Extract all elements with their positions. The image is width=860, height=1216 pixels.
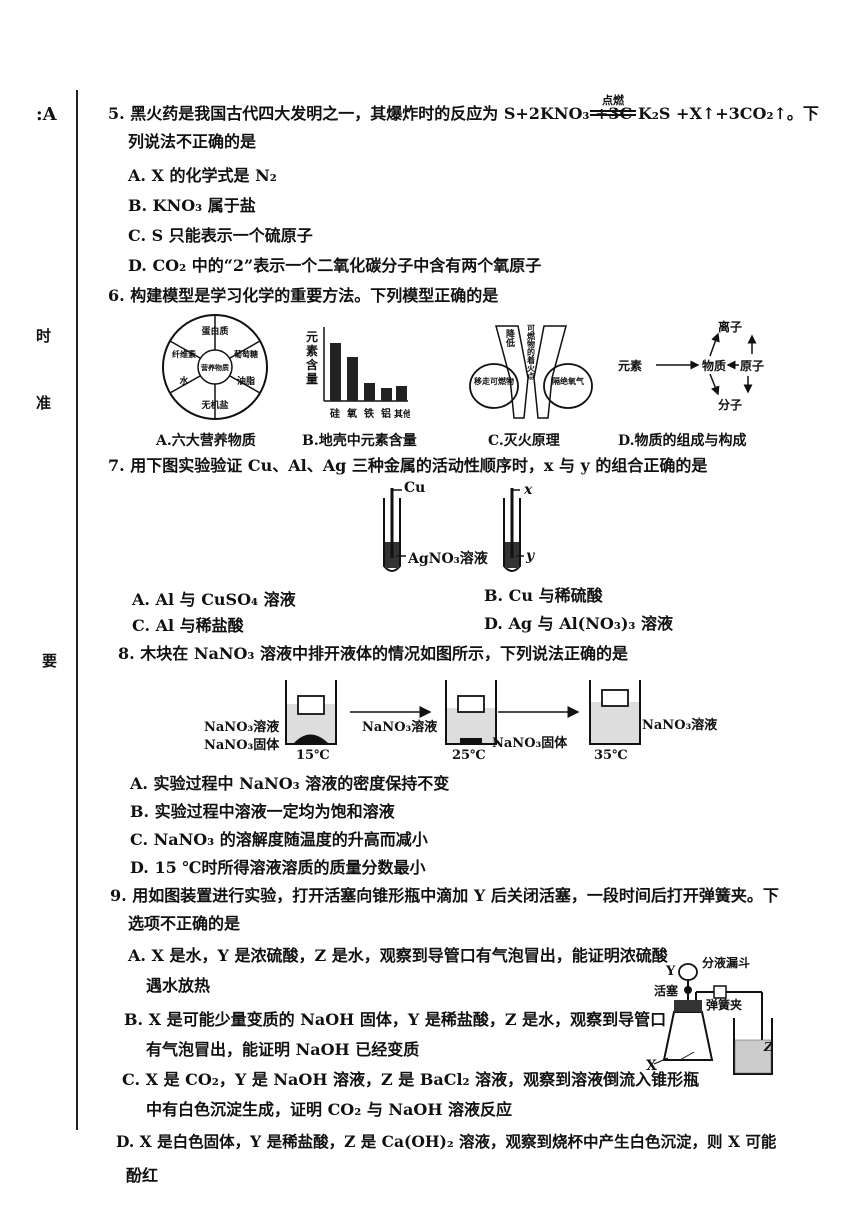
q9-fig-y: Y [666,964,676,979]
q6-composition-arrows [656,332,757,396]
q6-caption-c: C.灭火原理 [488,433,560,449]
fire-right-branch: 可燃物的着火点 [526,324,536,381]
q5-option-b: B. KNO₃ 属于盐 [128,196,256,215]
q6-d-substance: 物质 [702,359,727,373]
bar-fe [364,383,375,401]
q6-crust-bar-chart: 硅 氧 铁 铝 其他 [323,327,410,420]
q9-option-b-line2: 有气泡冒出，能证明 NaOH 已经变质 [146,1040,420,1059]
q9-stem-a: 9. 用如图装置进行实验，打开活塞向锥形瓶中滴加 Y 后关闭活塞，一段时间后打开… [110,886,779,905]
wheel-sector-fat: 油脂 [237,375,255,387]
q5-option-c: C. S 只能表示一个硫原子 [128,226,313,245]
q8-b2-solution: NaNO₃溶液 [362,720,438,735]
q6-caption-a: A.六大营养物质 [156,433,256,449]
bar-o [347,357,358,401]
q5-equals-sign [590,110,636,116]
q8-b3-temp: 35℃ [594,748,628,763]
q9-fig-valve: 活塞 [654,984,679,998]
bar-al [381,388,392,401]
q8-b1-solution: NaNO₃溶液 [204,720,280,735]
q5-stem-part-a: 5. 黑火药是我国古代四大发明之一，其爆炸时的反应为 S+2KNO₃ +3C [108,104,633,123]
q6-caption-b: B.地壳中元素含量 [302,433,417,449]
q5-stem-part-c: 列说法不正确的是 [128,132,257,151]
q9-apparatus [653,963,773,1075]
q6-bar-ylabel: 元素含量 [306,330,319,386]
q9-option-c-line2: 中有白色沉淀生成，证明 CO₂ 与 NaOH 溶液反应 [146,1100,513,1119]
q9-fig-z: Z [764,1040,773,1054]
q7-tube1-cu: Cu [404,480,426,496]
q9-fig-x: X [646,1058,657,1074]
q9-option-c-line1: C. X 是 CO₂，Y 是 NaOH 溶液，Z 是 BaCl₂ 溶液，观察到溶… [122,1070,700,1089]
bar-label-si: 硅 [330,407,340,420]
wheel-sector-protein: 蛋白质 [201,325,228,337]
q8-beakers [285,680,641,745]
margin-mark-yao: 要 [42,652,58,670]
q7-option-d: D. Ag 与 Al(NO₃)₃ 溶液 [484,614,673,633]
wheel-sector-fiber: 纤维素 [172,349,196,359]
q8-b2-temp: 25℃ [452,748,486,763]
q5-stem-part-b: K₂S +X↑+3CO₂↑。下 [638,104,819,123]
wheel-center-label: 营养物质 [201,363,229,372]
q8-b1-solid: NaNO₃固体 [204,738,280,753]
wheel-sector-glucose: 葡萄糖 [233,349,258,359]
fire-left-branch: 降低 [504,328,516,348]
q6-d-molecule: 分子 [718,398,743,412]
q7-option-a: A. Al 与 CuSO₄ 溶液 [132,590,296,609]
q9-option-a-line1: A. X 是水，Y 是浓硫酸，Z 是水，观察到导管口有气泡冒出，能证明浓硫酸 [128,946,668,965]
q5-option-d: D. CO₂ 中的“2”表示一个二氧化碳分子中含有两个氧原子 [128,256,542,275]
q7-test-tubes [383,488,524,572]
q6-d-atom: 原子 [740,359,765,373]
q8-option-b: B. 实验过程中溶液一定均为饱和溶液 [130,802,395,821]
wheel-sector-mineral: 无机盐 [200,399,228,411]
q7-tube2-x: x [524,482,533,498]
q6-nutrient-wheel: 蛋白质 葡萄糖 油脂 无机盐 水 纤维素 营养物质 [162,314,268,420]
q7-stem: 7. 用下图实验验证 Cu、Al、Ag 三种金属的活动性顺序时，x 与 y 的组… [108,456,708,475]
bar-other [396,386,407,401]
q5-reaction-condition: 点燃 [602,94,624,107]
q7-tube1-solution: AgNO₃溶液 [408,551,488,567]
bar-label-other: 其他 [394,408,410,420]
q5-option-a: A. X 的化学式是 N₂ [128,166,277,185]
wheel-sector-water: 水 [179,375,189,387]
bar-si [330,343,341,401]
fire-left-circle: 移走可燃物 [474,376,514,386]
q7-option-c: C. Al 与稀盐酸 [132,616,244,635]
q7-tube2-y: y [526,548,535,564]
q6-stem: 6. 构建模型是学习化学的重要方法。下列模型正确的是 [108,286,499,305]
q9-fig-funnel: 分液漏斗 [702,956,751,970]
bottom-cutoff-text: 酚红 [126,1166,159,1185]
margin-mark-a: :A [36,104,57,125]
margin-mark-zhun: 准 [36,394,52,412]
binding-line [76,90,78,1130]
q6-caption-d: D.物质的组成与构成 [618,433,747,449]
bar-label-fe: 铁 [364,407,374,420]
q8-option-c: C. NaNO₃ 的溶解度随温度的升高而减小 [130,830,428,849]
q8-option-d: D. 15 ℃时所得溶液溶质的质量分数最小 [130,858,426,877]
q8-stem: 8. 木块在 NaNO₃ 溶液中排开液体的情况如图所示，下列说法正确的是 [118,644,628,663]
q8-option-a: A. 实验过程中 NaNO₃ 溶液的密度保持不变 [130,774,450,793]
q9-stem-b: 选项不正确的是 [128,914,241,933]
q8-b3-solution: NaNO₃溶液 [642,718,718,733]
bar-label-o: 氧 [346,407,357,420]
q9-option-d-line1: D. X 是白色固体，Y 是稀盐酸，Z 是 Ca(OH)₂ 溶液，观察到烧杯中产… [116,1132,777,1151]
q7-option-b: B. Cu 与稀硫酸 [484,586,603,605]
margin-mark-shi: 时 [36,327,52,345]
q9-fig-clip: 弹簧夹 [706,998,743,1012]
q9-option-b-line1: B. X 是可能少量变质的 NaOH 固体，Y 是稀盐酸，Z 是水，观察到导管口 [124,1010,667,1029]
fire-right-circle: 隔绝氧气 [552,376,584,386]
q6-d-element: 元素 [618,359,643,373]
q8-b1-temp: 15℃ [296,748,330,763]
q6-d-ion: 离子 [718,320,743,334]
q6-fire-model: 降低 可燃物的着火点 移走可燃物 隔绝氧气 [469,324,593,419]
bar-label-al: 铝 [381,407,391,420]
q8-b2-solid: NaNO₃固体 [492,736,568,751]
q9-option-a-line2: 遇水放热 [146,976,211,995]
